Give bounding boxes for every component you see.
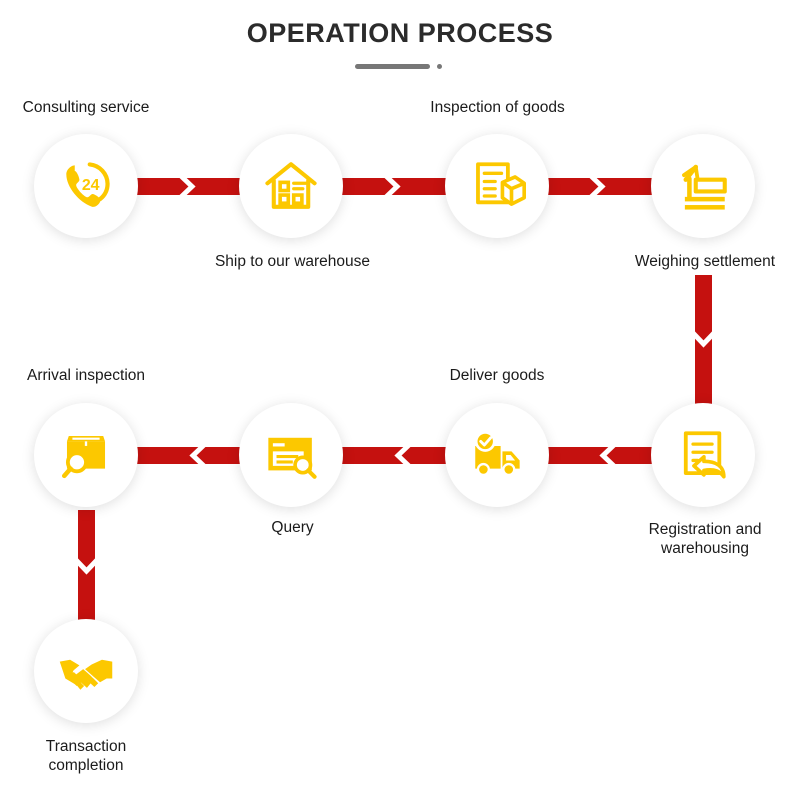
step-label-query: Query (271, 519, 314, 536)
step-node-registration-warehousing[interactable] (651, 403, 755, 507)
weighing-scale-icon (682, 164, 727, 210)
divider-dot-icon (437, 64, 442, 69)
warehouse-house-icon (265, 162, 317, 209)
step-label-inspection-of-goods: Inspection of goods (430, 99, 565, 116)
handshake-icon (59, 659, 113, 690)
chevron-left-icon (394, 443, 411, 468)
step-node-query[interactable] (239, 403, 343, 507)
svg-text:24: 24 (82, 177, 100, 194)
step-node-weighing-settlement[interactable] (651, 134, 755, 238)
chevron-right-icon (179, 174, 196, 199)
document-box-icon (476, 162, 526, 206)
step-label-transaction-completion: Transaction completion (45, 738, 127, 774)
step-node-ship-to-warehouse[interactable] (239, 134, 343, 238)
step-node-consulting-service[interactable]: 24 (34, 134, 138, 238)
phone-24h-icon: 24 (66, 162, 110, 207)
step-label-registration-warehousing: Registration and warehousing (648, 521, 762, 557)
step-node-deliver-goods[interactable] (445, 403, 549, 507)
connector-8-9 (78, 510, 95, 640)
step-label-arrival-inspection: Arrival inspection (26, 367, 146, 384)
title-divider (0, 59, 800, 73)
diagram-header: OPERATION PROCESS (0, 0, 800, 73)
divider-bar-icon (355, 64, 430, 69)
chevron-left-icon (189, 443, 206, 468)
step-label-ship-to-warehouse: Ship to our warehouse (214, 253, 371, 270)
step-node-transaction-completion[interactable] (34, 619, 138, 723)
chevron-left-icon (599, 443, 616, 468)
chevron-down-icon (74, 558, 99, 575)
step-label-deliver-goods: Deliver goods (449, 367, 545, 384)
document-arrow-icon (683, 431, 726, 479)
step-node-arrival-inspection[interactable] (34, 403, 138, 507)
page-title: OPERATION PROCESS (246, 18, 554, 48)
chevron-right-icon (589, 174, 606, 199)
step-label-weighing-settlement: Weighing settlement (634, 253, 776, 270)
step-node-inspection-of-goods[interactable] (445, 134, 549, 238)
chevron-down-icon (691, 331, 716, 348)
step-label-consulting-service: Consulting service (22, 99, 150, 116)
document-search-icon (268, 437, 317, 479)
chevron-right-icon (384, 174, 401, 199)
box-search-icon (61, 435, 106, 479)
delivery-truck-icon (474, 430, 520, 477)
